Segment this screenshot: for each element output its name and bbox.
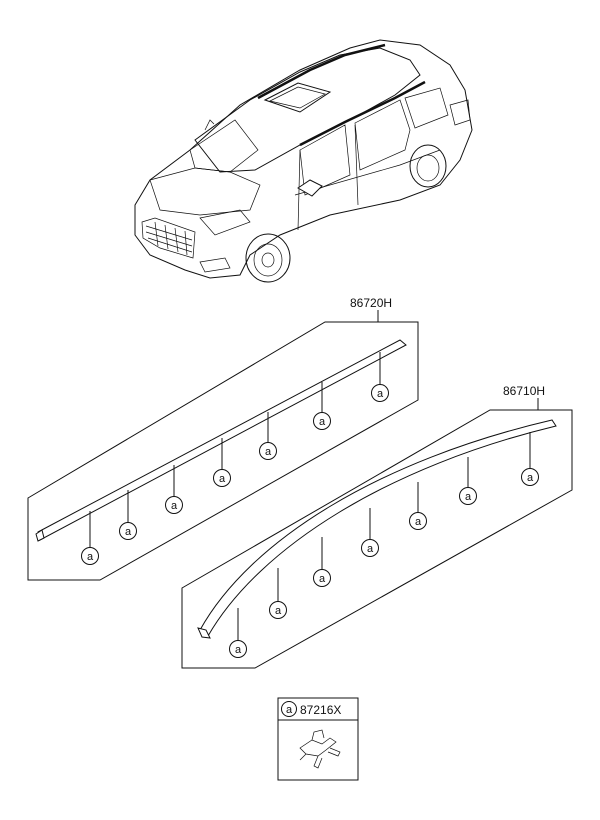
svg-text:a: a — [87, 551, 94, 563]
svg-text:a: a — [319, 573, 326, 585]
svg-text:a: a — [275, 605, 282, 617]
legend-marker-letter: a — [286, 704, 293, 716]
svg-text:a: a — [527, 472, 534, 484]
part-number-86720h: 86720H — [350, 296, 392, 310]
panel-86710h-frame — [181, 409, 573, 669]
clip-marker: a — [371, 384, 389, 402]
clips-86710h — [237, 432, 531, 641]
clip-marker: a — [313, 569, 331, 587]
clip-marker: a — [313, 412, 331, 430]
legend-marker — [281, 701, 297, 717]
clip-marker: a — [409, 512, 427, 530]
clip-marker: a — [165, 496, 183, 514]
clip-marker: a — [269, 601, 287, 619]
moulding-rail-86710h — [197, 419, 557, 639]
clip-marker: a — [119, 522, 137, 540]
moulding-rail-86720h — [35, 339, 407, 542]
svg-text:a: a — [319, 416, 326, 428]
svg-text:a: a — [219, 473, 226, 485]
svg-text:a: a — [367, 543, 374, 555]
svg-text:a: a — [377, 388, 384, 400]
part-number-86710h: 86710H — [503, 384, 545, 398]
svg-text:a: a — [125, 526, 132, 538]
clip-marker: a — [361, 539, 379, 557]
svg-text:a: a — [415, 516, 422, 528]
clip-marker: a — [259, 442, 277, 460]
clips-86720h — [89, 352, 381, 548]
svg-text:a: a — [265, 446, 272, 458]
clip-marker: a — [81, 547, 99, 565]
panel-86720h: 86720H a a a a a a a — [27, 296, 419, 581]
car-illustration — [134, 39, 473, 283]
svg-text:a: a — [171, 500, 178, 512]
clip-marker: a — [521, 468, 539, 486]
clip-markers-86710h: a a a a a a a — [229, 468, 539, 658]
legend-box: a 87216X — [277, 697, 359, 781]
clip-marker: a — [229, 640, 247, 658]
clip-marker: a — [213, 469, 231, 487]
svg-text:a: a — [465, 491, 472, 503]
clip-markers-86720h: a a a a a a a — [81, 384, 389, 565]
legend-part-number: 87216X — [300, 703, 341, 717]
clip-marker: a — [459, 487, 477, 505]
clip-icon — [299, 729, 341, 769]
panel-86710h: 86710H a a a a a a a — [181, 384, 573, 669]
panel-86720h-frame — [27, 321, 419, 581]
svg-text:a: a — [235, 644, 242, 656]
